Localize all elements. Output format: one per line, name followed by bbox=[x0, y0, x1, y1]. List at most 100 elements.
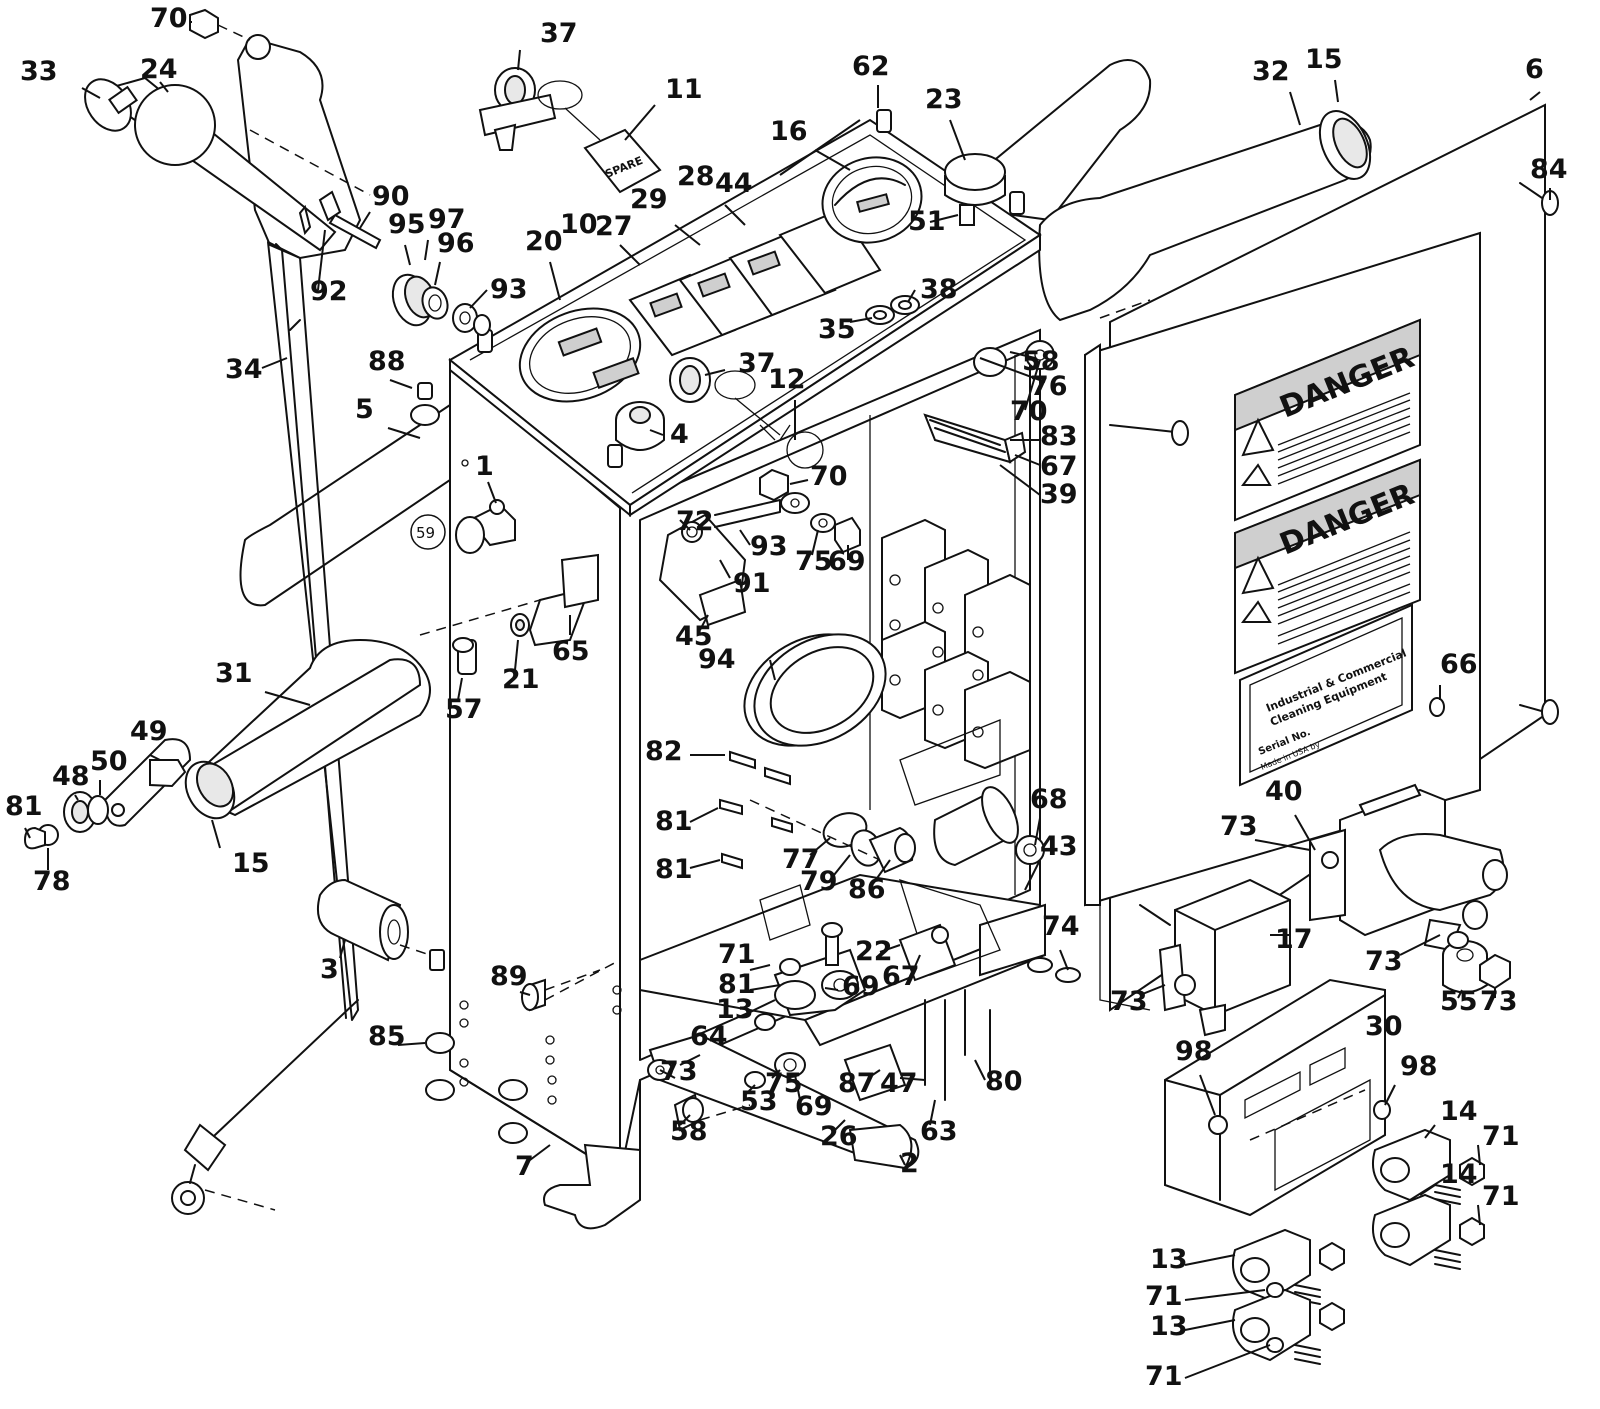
callout-number: 14 bbox=[1440, 1096, 1478, 1127]
callout-number: 73 bbox=[1220, 811, 1258, 842]
callout-c21: 21 bbox=[502, 639, 540, 695]
callout-c88: 88 bbox=[368, 346, 413, 389]
callout-number: 32 bbox=[1252, 56, 1290, 87]
callout-c71c: 71 bbox=[1477, 1181, 1520, 1226]
callout-c3: 3 bbox=[320, 939, 346, 985]
callout-leader bbox=[794, 1074, 801, 1101]
callout-c40: 40 bbox=[1265, 776, 1316, 851]
callout-c30: 30 bbox=[1365, 1011, 1403, 1050]
callout-leader bbox=[519, 991, 531, 996]
top-left-hardware bbox=[189, 8, 491, 336]
callout-c71b: 71 bbox=[1477, 1121, 1520, 1166]
callout-number: 38 bbox=[920, 274, 958, 305]
callout-c69a: 69 bbox=[828, 545, 866, 577]
callout-leader bbox=[814, 149, 851, 171]
callout-number: 35 bbox=[818, 314, 856, 345]
callout-number: 33 bbox=[20, 56, 58, 87]
callout-number: 71 bbox=[718, 939, 756, 970]
callout-number: 74 bbox=[1042, 911, 1080, 942]
callout-c44: 44 bbox=[715, 119, 861, 199]
callout-number: 85 bbox=[368, 1021, 406, 1052]
callout-leader bbox=[81, 87, 101, 99]
callout-leader bbox=[487, 481, 497, 504]
callout-number: 75 bbox=[795, 546, 833, 577]
callout-number: 1 bbox=[475, 451, 494, 482]
side-fittings: 59 bbox=[410, 499, 599, 675]
callout-c23: 23 bbox=[925, 84, 966, 161]
callout-leader bbox=[974, 1059, 986, 1081]
callout-c15a: 15 bbox=[1305, 44, 1343, 103]
callout-number: 72 bbox=[676, 506, 714, 537]
small-hardware bbox=[719, 340, 1055, 874]
callout-number: 73 bbox=[1110, 986, 1148, 1017]
callout-number: 66 bbox=[1440, 649, 1478, 680]
callout-leader bbox=[929, 214, 959, 223]
callout-number: 31 bbox=[215, 658, 253, 689]
callout-number: 92 bbox=[310, 276, 348, 307]
callout-c97: 97 bbox=[424, 204, 466, 261]
callout-c86: 86 bbox=[848, 859, 891, 905]
callout-layer: 1234567101112131313141415151617202122232… bbox=[5, 3, 1568, 1392]
callout-number: 13 bbox=[1150, 1311, 1188, 1342]
callout-number: 97 bbox=[428, 204, 466, 235]
callout-number: 91 bbox=[733, 568, 771, 599]
callout-leader bbox=[389, 379, 413, 389]
spacer-tube bbox=[316, 878, 446, 971]
callout-number: 13 bbox=[716, 994, 754, 1025]
callout-c71d: 71 bbox=[1145, 1281, 1266, 1312]
callout-number: 73 bbox=[660, 1056, 698, 1087]
callout-number: 81 bbox=[5, 791, 43, 822]
callout-leader bbox=[771, 1069, 781, 1079]
callout-leader bbox=[719, 559, 731, 579]
callout-c29: 29 bbox=[630, 184, 701, 246]
callout-c87: 87 bbox=[838, 1068, 881, 1099]
callout-number: 43 bbox=[1040, 831, 1078, 862]
callout-leader bbox=[907, 289, 916, 303]
callout-number: 68 bbox=[1030, 784, 1068, 815]
callout-leader bbox=[674, 224, 701, 246]
callout-leader bbox=[261, 357, 288, 369]
callout-c13a: 13 bbox=[716, 994, 776, 1025]
callout-c6: 6 bbox=[1525, 54, 1544, 101]
callout-c84: 84 bbox=[1530, 154, 1568, 200]
callout-c74: 74 bbox=[1042, 911, 1080, 971]
callout-number: 29 bbox=[630, 184, 668, 215]
callout-c68: 68 bbox=[1030, 784, 1068, 846]
key-chain bbox=[759, 424, 824, 469]
callout-number: 12 bbox=[768, 364, 806, 395]
callout-c75a: 75 bbox=[795, 529, 833, 577]
callout-number: 6 bbox=[1525, 54, 1544, 85]
callout-leader bbox=[999, 464, 1041, 496]
callout-number: 63 bbox=[920, 1116, 958, 1147]
callout-leader bbox=[899, 1077, 926, 1081]
callout-c4: 4 bbox=[649, 419, 689, 450]
callout-c81d: 81 bbox=[718, 969, 781, 1000]
callout-number: 93 bbox=[490, 274, 528, 305]
callout-c65: 65 bbox=[552, 615, 590, 667]
callout-number: 37 bbox=[540, 18, 578, 49]
callout-number: 17 bbox=[1275, 924, 1313, 955]
callout-number: 80 bbox=[985, 1066, 1023, 1097]
callout-c7: 7 bbox=[515, 1144, 551, 1182]
callout-leader bbox=[1294, 814, 1316, 851]
callout-leader bbox=[339, 939, 346, 959]
callout-leader bbox=[1419, 1184, 1436, 1196]
callout-c10: 10 bbox=[560, 209, 598, 240]
callout-number: 71 bbox=[1482, 1181, 1520, 1212]
callout-c11: 11 bbox=[624, 74, 703, 141]
callout-leader bbox=[1014, 454, 1041, 466]
callout-leader bbox=[434, 261, 441, 286]
lower-tray bbox=[639, 873, 1047, 1047]
callout-leader bbox=[424, 239, 429, 261]
callout-c57: 57 bbox=[445, 677, 483, 725]
callout-c76: 76 bbox=[979, 357, 1068, 402]
callout-c73a: 73 bbox=[1220, 811, 1311, 851]
callout-c34: 34 bbox=[225, 354, 288, 385]
callout-c43: 43 bbox=[1024, 831, 1078, 891]
callout-number: 3 bbox=[320, 954, 339, 985]
callout-number: 15 bbox=[1305, 44, 1343, 75]
callout-leader bbox=[867, 1069, 881, 1079]
serial-plate: Industrial & Commercial Cleaning Equipme… bbox=[1239, 603, 1413, 787]
callout-leader bbox=[824, 987, 839, 991]
callout-number: 4 bbox=[670, 419, 689, 450]
